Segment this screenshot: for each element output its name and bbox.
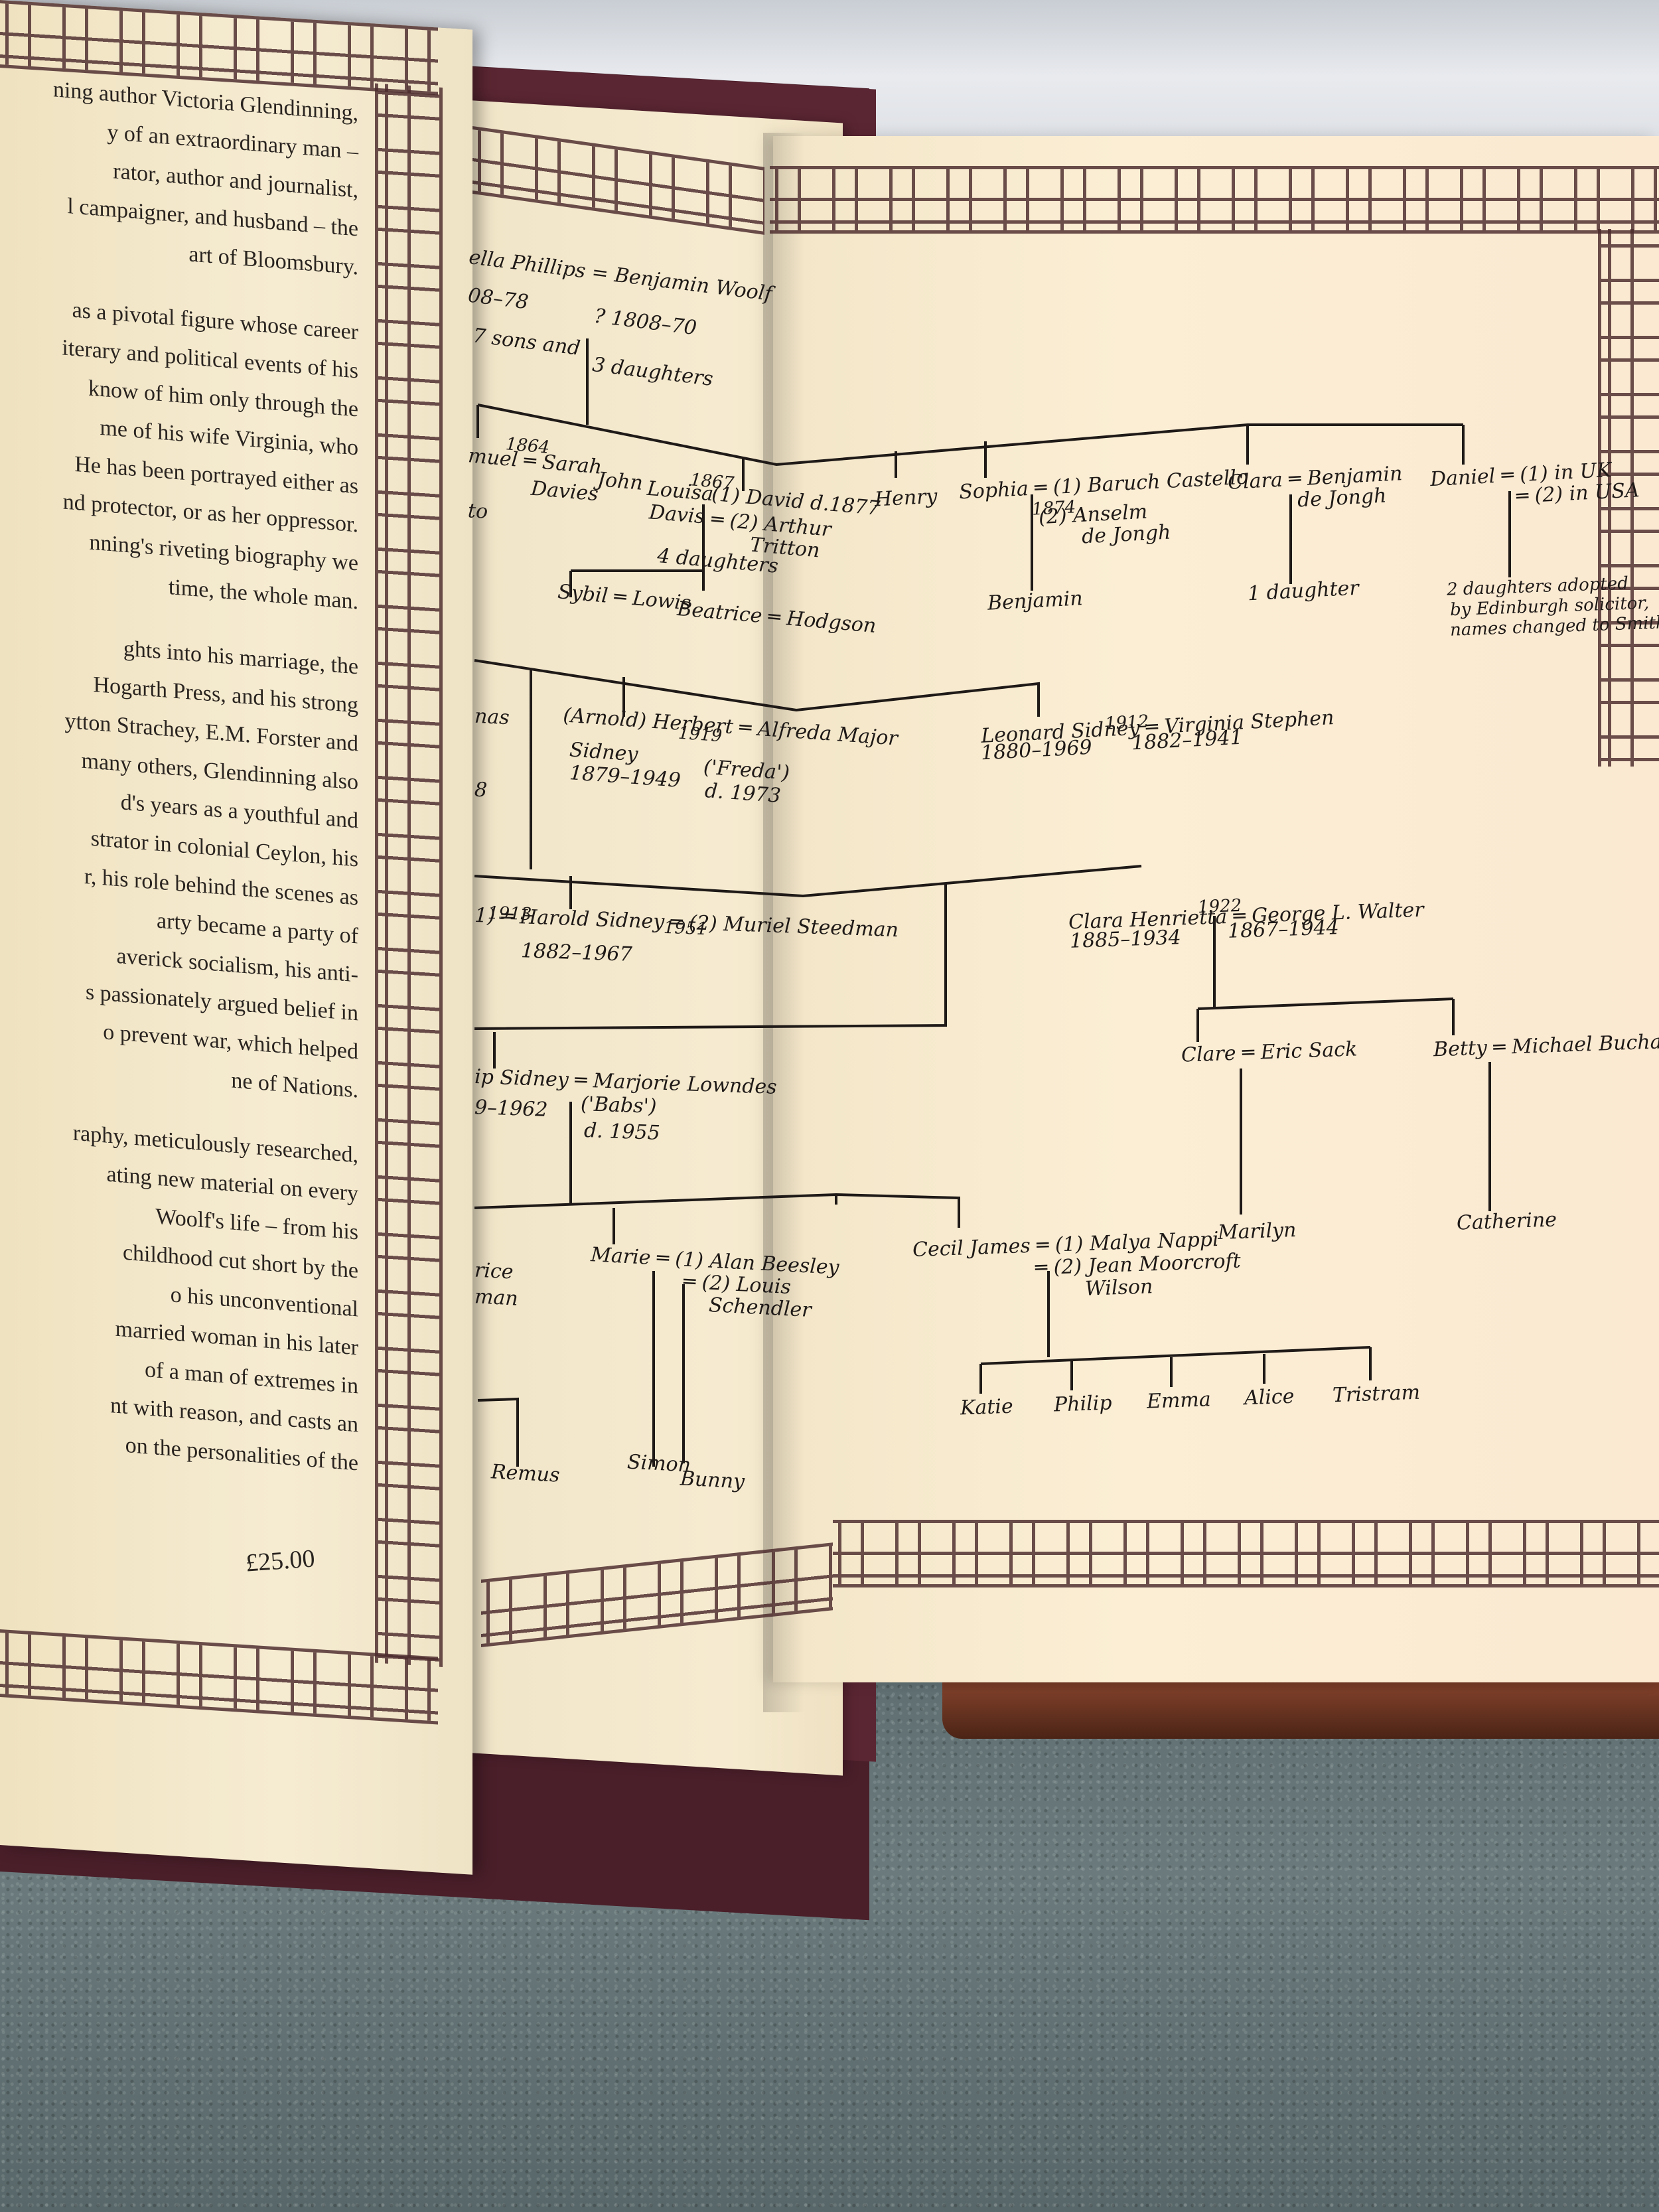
tree-node-remus: Remus [490,1460,561,1487]
tree-node-george2: 1867–1944 [1227,916,1340,943]
tree-node-philip-c: Philip [1053,1391,1113,1417]
tree-node-marilyn: Marilyn [1217,1218,1297,1245]
book-gutter-shadow [763,133,810,1712]
tree-node-babs: ('Babs') [580,1092,658,1118]
tree-node-cecil3: Wilson [1084,1275,1153,1301]
tree-node-harold2: 1882–1967 [520,939,633,966]
right-border [1598,229,1659,767]
tree-node-harold-year2: 1951 [663,917,708,940]
bottom-border-right [833,1520,1659,1587]
tree-node-harold-year1: 1913 [487,903,532,925]
tree-node-katie: Katie [960,1394,1014,1420]
tree-node-alice: Alice [1244,1384,1295,1410]
tree-node-benjamin-child: Benjamin [987,587,1084,615]
tree-node-tristram: Tristram [1332,1380,1421,1408]
tree-node-catherine: Catherine [1456,1208,1557,1235]
tree-node-clara2: de Jongh [1297,484,1388,512]
tree-node-rice: rice [474,1258,514,1284]
tree-node-louisa2: Davis [648,500,706,529]
tree-node-nas: nas [474,704,510,730]
tree-node-man: man [474,1285,519,1311]
tree-node-john: John [596,468,644,495]
tree-node-to: to [467,499,489,524]
tree-node-babs2: d. 1955 [583,1119,661,1145]
tree-node-samuel-year: 1864 [504,434,551,458]
tree-node-freda2: d. 1973 [703,779,782,808]
tree-node-henry: Henry [874,484,938,512]
tree-node-marie3: Schendler [708,1293,812,1323]
tree-node-anselm2: de Jongh [1081,520,1172,549]
tree-node-leonard-year: 1912 [1104,711,1149,734]
tree-node-philip2: 9–1962 [474,1096,549,1122]
tree-node-bunny: Bunny [680,1467,745,1494]
tree-node-clarah2: 1885–1934 [1069,926,1182,953]
top-border-right [770,166,1659,234]
tree-node-clarah-year: 1922 [1197,895,1242,918]
right-endpaper [773,136,1659,1682]
tree-node-emma: Emma [1146,1388,1212,1414]
tree-node-eight: 8 [474,778,488,802]
tree-node-herbert-year: 1919 [678,723,723,747]
